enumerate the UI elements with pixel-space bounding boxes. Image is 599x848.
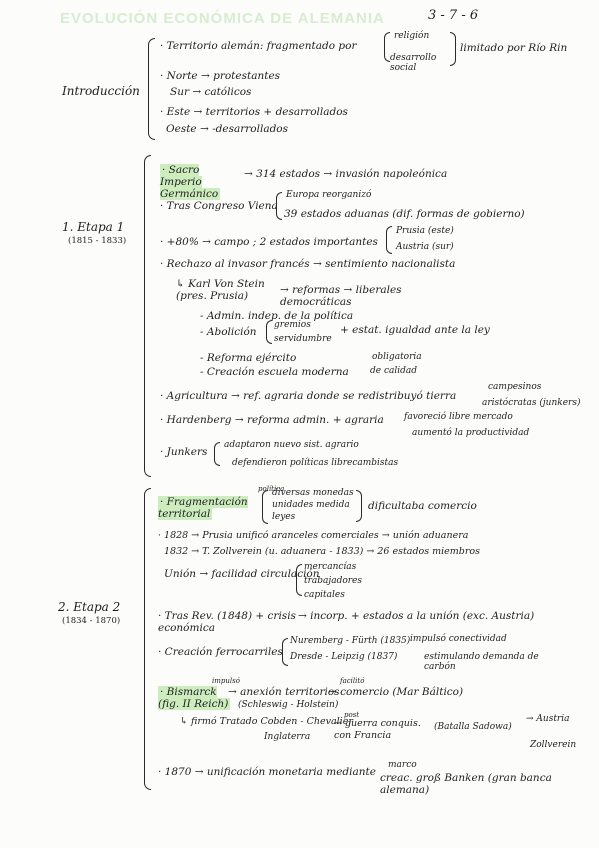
etapa2-line-1p: política [258,485,285,493]
intro-line-1b: desarrollo social [390,53,437,73]
intro-line-1c: limitado por Río Rin [460,42,568,54]
etapa1-line-2: · Tras Congreso Viena [160,200,278,212]
etapa2-line-7d: facilitó [340,677,365,685]
etapa2-line-1: · Fragmentación territorial [158,496,248,520]
etapa1-line-3b: Austria (sur) [396,242,454,252]
etapa1-line-3a: Prusia (este) [396,226,454,236]
etapa2-line-2: · 1828 → Prusia unificó aranceles comerc… [158,530,469,541]
etapa2-line-8a: Inglaterra [264,732,311,742]
etapa1-line-1b: → 314 estados → invasión napoleónica [244,168,448,180]
etapa1-line-7a: gremios [274,320,311,330]
etapa1-line-7: - Abolición [200,326,257,338]
intro-line-2: · Norte → protestantes [160,70,281,82]
etapa2-sub-brace-1 [262,490,268,524]
etapa2-line-7: · Bismarck (fig. II Reich) [158,686,231,710]
etapa2-line-6d: estimulando demanda de carbón [424,652,539,672]
etapa2-right-brace [356,490,362,522]
etapa2-line-5b: → incorp. + estados a la unión (exc. Aus… [298,610,535,622]
etapa1-line-3: · +80% → campo ; 2 estados importantes [160,236,378,248]
section-etapa2-years: (1834 - 1870) [62,616,121,626]
etapa2-line-4c: capitales [304,590,345,600]
etapa2-line-8c: → guerra conquis. con Francia [334,718,421,741]
etapa1-sub-brace-1 [276,192,282,220]
etapa1-line-8: - Reforma ejército [200,352,297,364]
etapa2-line-4a: mercancías [304,562,357,572]
intro-line-3: Sur → católicos [170,86,252,98]
etapa1-line-11: · Hardenberg → reforma admin. + agraria [160,414,384,426]
etapa1-line-5: ↳ Karl Von Stein (pres. Prusia) [176,278,265,302]
etapa2-line-3: 1832 → T. Zollverein (u. aduanera - 1833… [164,546,481,557]
etapa2-line-6: · Creación ferrocarriles [158,646,283,658]
etapa1-line-2a: Europa reorganizó [286,190,372,200]
etapa1-line-2b: 39 estados aduanas (dif. formas de gobie… [284,208,525,220]
etapa1-sub-brace-2 [386,226,392,254]
etapa1-line-12: · Junkers [160,446,208,458]
etapa2-sub-brace-2 [296,564,302,596]
section-intro-label: Introducción [62,84,140,98]
intro-line-1: · Territorio alemán: fragmentado por [160,40,357,52]
etapa1-line-12a: adaptaron nuevo sist. agrario [224,440,359,450]
section-etapa1-years: (1815 - 1833) [68,236,127,246]
etapa1-line-10: · Agricultura → ref. agraria donde se re… [160,390,457,402]
etapa1-line-8a: obligatoria [372,352,422,362]
etapa1-line-11b: aumentó la productividad [412,428,530,438]
etapa2-line-6b: Dresde - Leipzig (1837) [290,652,398,662]
etapa2-line-1c: leyes [272,512,296,522]
etapa2-line-8d: (Batalla Sadowa) [434,722,512,732]
etapa2-line-7c: (Schleswig - Holstein) [238,700,339,710]
etapa2-line-7b: → anexión territorios [228,686,340,698]
etapa2-line-9: · 1870 → unificación monetaria mediante [158,766,376,778]
section-etapa1-label: 1. Etapa 1 [62,220,125,234]
etapa2-line-1d: dificultaba comercio [368,500,477,512]
etapa2-line-4b: trabajadores [304,576,362,586]
etapa1-line-5b: → reformas → liberales democráticas [280,284,402,308]
etapa2-line-8f: Zollverein [530,740,577,750]
etapa2-line-1b: unidades medida [272,500,350,510]
etapa1-line-7c: + estat. igualdad ante la ley [340,324,490,336]
etapa2-line-9a: marco [388,760,417,770]
intro-sub-brace [384,32,390,62]
date-label: 3 - 7 - 6 [428,8,479,23]
etapa2-line-6c: impulsó conectividad [410,634,507,644]
etapa2-brace [144,488,151,790]
etapa2-line-7e: → comercio (Mar Báltico) [328,686,464,698]
etapa2-line-5: · Tras Rev. (1848) + crisis económica [158,610,296,634]
etapa1-brace [144,155,151,477]
etapa2-sub-brace-3 [282,638,288,666]
etapa2-line-8b: post [344,711,360,719]
etapa1-sub-brace-4 [214,442,220,466]
etapa1-line-12b: defendieron políticas librecambistas [232,458,399,468]
section-etapa2-label: 2. Etapa 2 [58,600,121,614]
intro-right-brace [450,32,456,66]
etapa2-line-8: ↳ firmó Tratado Cobden - Chevalier [180,716,353,727]
etapa2-line-6a: Nuremberg - Fürth (1835) [290,636,411,646]
etapa1-line-1: · Sacro Imperio Germánico [160,164,221,200]
etapa1-line-4: · Rechazo al invasor francés → sentimien… [160,258,456,270]
etapa1-line-6: - Admin. indep. de la política [200,310,354,322]
etapa2-line-8e: → Austria [526,714,570,724]
etapa1-line-9a: de calidad [370,366,417,376]
etapa2-line-1a: diversas monedas [272,488,354,498]
etapa1-line-9: - Creación escuela moderna [200,366,349,378]
etapa1-line-11a: favoreció libre mercado [404,412,513,422]
intro-brace [148,38,155,140]
intro-line-5: Oeste → -desarrollados [166,123,289,135]
intro-line-4: · Este → territorios + desarrollados [160,106,348,118]
etapa2-line-9b: creac. groß Banken (gran banca alemana) [380,772,552,796]
etapa1-line-10a: campesinos [488,382,542,392]
etapa1-line-10b: aristócratas (junkers) [482,398,581,408]
page-title: EVOLUCIÓN ECONÓMICA DE ALEMANIA [60,10,385,27]
intro-line-1a: religión [394,31,430,41]
etapa2-line-4: Unión → facilidad circulación [164,568,320,580]
etapa1-line-7b: servidumbre [274,334,332,344]
etapa2-line-7p: impulsó [212,677,240,685]
etapa1-sub-brace-3 [266,320,272,344]
